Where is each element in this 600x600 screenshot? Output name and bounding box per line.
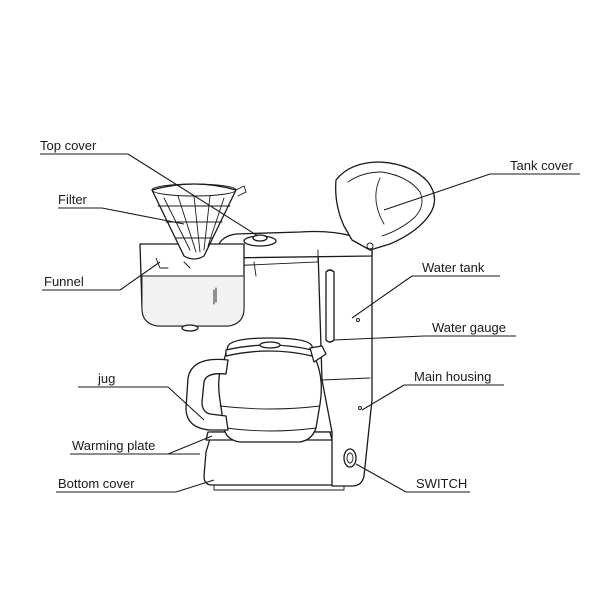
label-filter: Filter <box>58 192 88 207</box>
jug-part <box>185 337 327 443</box>
label-jug: jug <box>97 371 115 386</box>
leader-lines <box>40 153 580 493</box>
label-water-tank: Water tank <box>422 260 485 275</box>
label-warming-plate: Warming plate <box>72 438 155 453</box>
top-cover-part <box>243 234 277 247</box>
label-switch: SWITCH <box>416 476 467 491</box>
callout-labels: Top cover Filter Funnel jug Warming plat… <box>40 138 574 491</box>
water-gauge-part <box>325 269 335 343</box>
label-bottom-cover: Bottom cover <box>58 476 135 491</box>
label-water-gauge: Water gauge <box>432 320 506 335</box>
switch-part <box>343 448 357 468</box>
label-top-cover: Top cover <box>40 138 97 153</box>
label-main-housing: Main housing <box>414 369 491 384</box>
tank-cover-part <box>335 161 436 251</box>
label-tank-cover: Tank cover <box>510 158 574 173</box>
coffee-maker-drawing <box>139 161 436 491</box>
label-funnel: Funnel <box>44 274 84 289</box>
